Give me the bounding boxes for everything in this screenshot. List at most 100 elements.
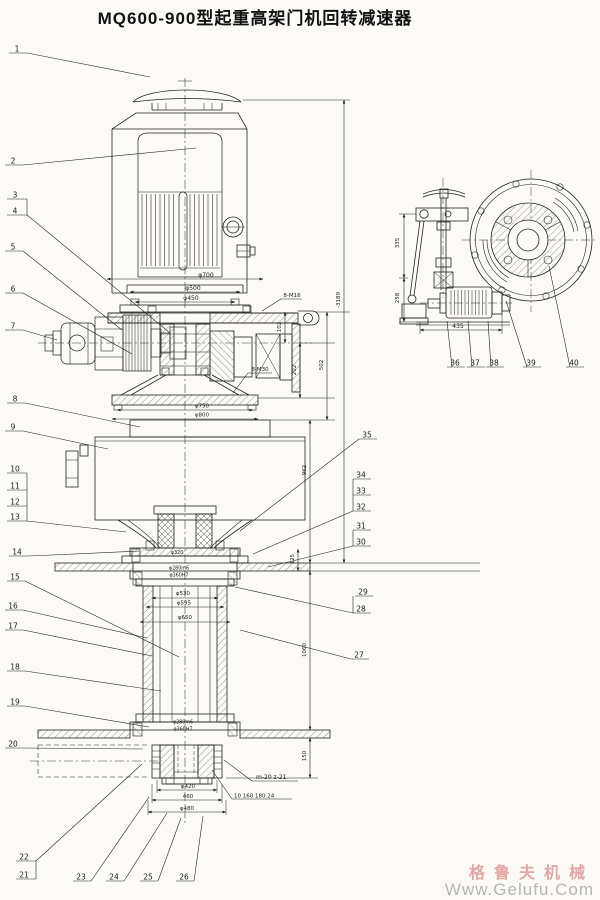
- output-tube: [129, 570, 241, 737]
- callout-7: 7: [11, 322, 16, 331]
- leader-line: [22, 747, 144, 750]
- brake-lever: [399, 220, 429, 325]
- dimension-spline: 10 160 180 24: [234, 794, 275, 800]
- leader-line: [35, 763, 143, 862]
- callout-8: 8: [13, 395, 18, 404]
- callout-29: 29: [358, 588, 368, 597]
- watermark-brand: 格鲁夫机械: [468, 863, 594, 882]
- callout-4: 4: [13, 207, 18, 216]
- callout-13: 13: [10, 513, 20, 522]
- callout-36: 36: [450, 359, 460, 368]
- callout-19: 19: [10, 698, 20, 707]
- leader-line: [22, 292, 133, 355]
- dimension-s258: 258: [395, 292, 401, 303]
- dimension-d280b: φ280m6: [173, 720, 193, 726]
- handwheel: [422, 188, 466, 199]
- callout-39: 39: [526, 359, 536, 368]
- leader-line: [26, 214, 171, 334]
- callout-16: 16: [8, 602, 18, 611]
- callout-38: 38: [489, 359, 499, 368]
- leader-line: [26, 520, 127, 533]
- input-gear-section: [159, 323, 301, 393]
- callout-24: 24: [109, 873, 119, 882]
- oil-gauge: [65, 450, 79, 488]
- callout-3: 3: [13, 191, 18, 200]
- leader-line: [467, 320, 473, 368]
- leader-line: [90, 796, 150, 882]
- leader-line: [22, 329, 58, 341]
- dimension-d102: 102: [277, 322, 283, 333]
- side-plan-view: [399, 170, 598, 334]
- leader-line: [548, 265, 571, 368]
- leader-line: [505, 300, 528, 368]
- callout-37: 37: [470, 359, 480, 368]
- leader-line: [239, 438, 360, 532]
- dimension-d962: 962: [302, 465, 308, 476]
- dimension-d502: 502: [319, 360, 325, 371]
- callout-32: 32: [356, 503, 366, 512]
- leader-line: [234, 586, 354, 614]
- dimension-s435: 435: [452, 323, 464, 330]
- gearbox-top-plate: [107, 305, 320, 326]
- dimension-d125: 125: [290, 554, 296, 564]
- leader-line: [446, 320, 453, 368]
- machine-body: [65, 419, 306, 521]
- dimension-d360a: φ360H7: [170, 573, 189, 579]
- callout-26: 26: [179, 873, 189, 882]
- leader-line: [252, 510, 354, 555]
- dimension-d360b: φ360H7: [174, 727, 193, 733]
- callout-35: 35: [362, 431, 372, 440]
- fan-cap: [132, 89, 242, 111]
- dimension-d700: φ700: [198, 272, 214, 279]
- dimension-d150: 150: [302, 750, 308, 761]
- callout-27: 27: [354, 651, 364, 660]
- callout-2: 2: [11, 157, 16, 166]
- leader-line: [193, 815, 204, 882]
- output-support: [117, 505, 253, 551]
- drawing-title: MQ600-900型起重高架门机回转减速器: [97, 9, 413, 28]
- callout-15: 15: [10, 573, 20, 582]
- leader-line: [24, 580, 180, 658]
- dimension-d530: φ530: [176, 591, 191, 597]
- leader-line: [28, 550, 141, 557]
- motor-housing: [111, 112, 256, 294]
- output-pinion: [151, 744, 223, 785]
- dimension-d650: φ650: [178, 615, 193, 621]
- callout-21: 21: [19, 871, 29, 880]
- dimension-d800: φ800: [195, 413, 210, 419]
- leader-line: [123, 812, 168, 882]
- callout-1: 1: [15, 45, 20, 54]
- watermark-url: Www.Gelufu.Com: [444, 880, 594, 899]
- ring-gear-housing: [469, 178, 593, 302]
- leader-line: [22, 250, 123, 331]
- callout-18: 18: [10, 663, 20, 672]
- callout-31: 31: [356, 522, 366, 531]
- leader-line: [24, 705, 150, 728]
- leader-line: [22, 430, 109, 450]
- dimension-d420: φ420: [181, 784, 196, 790]
- dimension-d320: φ320: [171, 550, 184, 556]
- callout-34: 34: [356, 471, 366, 480]
- callout-11: 11: [10, 482, 20, 491]
- callout-23: 23: [76, 873, 86, 882]
- mounting-deck: [54, 547, 480, 572]
- dimension-d460: 460: [183, 794, 194, 800]
- leader-line: [22, 147, 197, 166]
- dimension-mz: m-20 z-21: [256, 774, 287, 781]
- callout-40: 40: [569, 359, 579, 368]
- callout-10: 10: [10, 465, 20, 474]
- dimension-d3189: -3189: [336, 292, 342, 308]
- dimension-m16: 8-M16: [283, 293, 301, 299]
- callout-30: 30: [356, 538, 366, 547]
- dimension-m30: 8-M30: [251, 367, 269, 373]
- watermark: 格鲁夫机械 Www.Gelufu.Com: [444, 863, 594, 899]
- callout-33: 33: [356, 487, 366, 496]
- dimension-d595: φ595: [177, 601, 192, 607]
- dimension-d450: φ450: [183, 295, 199, 302]
- leader-line: [487, 320, 492, 368]
- leader-line: [267, 545, 354, 568]
- leader-line: [22, 609, 148, 639]
